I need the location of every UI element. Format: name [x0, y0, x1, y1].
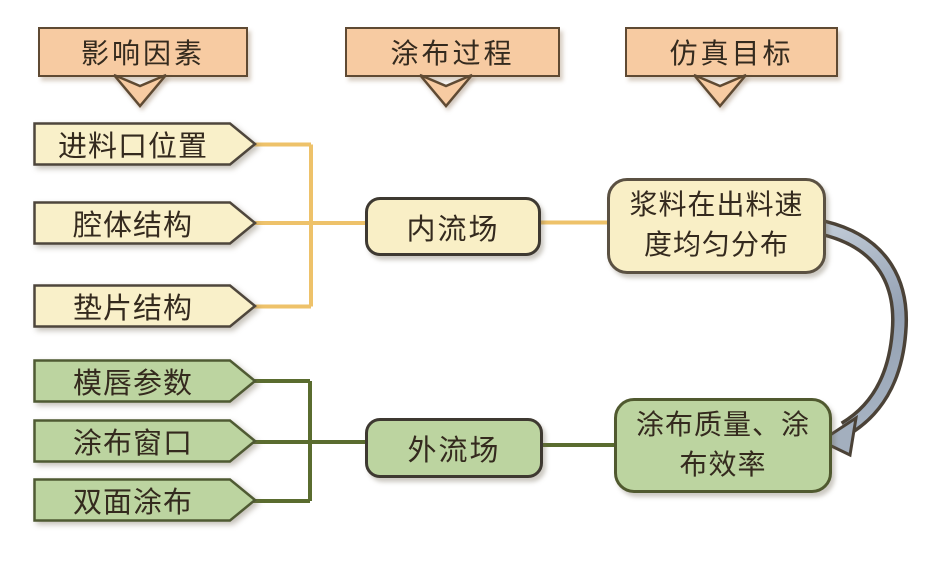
pentagon-shape	[33, 419, 257, 463]
external-connector-lines	[253, 379, 615, 503]
down-arrow-icon	[113, 73, 167, 108]
header-influencing-factors-label: 影响因素	[80, 39, 205, 70]
target-box-uniform-outlet-velocity: 浆料在出料速度均匀分布	[607, 178, 826, 274]
pentagon-shape	[33, 478, 257, 522]
factor-tag-label: 垫片结构	[72, 293, 193, 325]
header-coating-process-label: 涂布过程	[390, 39, 515, 70]
factor-tag-inlet-position: 进料口位置	[33, 122, 257, 166]
process-box-label: 外流场	[407, 435, 501, 467]
target-box-label: 涂布质量、涂布效率	[635, 409, 810, 481]
feedback-arrowhead	[817, 414, 859, 458]
process-box-label: 内流场	[406, 213, 500, 246]
down-arrow-icon	[693, 73, 747, 108]
pentagon-shape	[33, 359, 257, 403]
factor-tag-coating-window: 涂布窗口	[33, 419, 257, 463]
factor-tag-label: 双面涂布	[72, 487, 193, 519]
pentagon-shape	[33, 201, 257, 245]
header-coating-process: 涂布过程	[345, 27, 560, 77]
pentagon-shape	[33, 284, 257, 328]
factor-tag-label: 腔体结构	[72, 210, 193, 242]
factor-tag-label: 模唇参数	[72, 368, 193, 400]
feedback-arrow-band	[822, 223, 905, 434]
target-box-coating-quality-efficiency: 涂布质量、涂布效率	[614, 398, 832, 493]
factor-tag-gasket-structure: 垫片结构	[33, 284, 257, 328]
internal-connector-lines	[253, 142, 608, 309]
feedback-arrow-outline	[821, 219, 909, 437]
process-box-internal-flow-field: 内流场	[365, 197, 541, 256]
process-box-external-flow-field: 外流场	[365, 418, 543, 478]
factor-tag-label: 进料口位置	[57, 131, 208, 163]
factor-tag-double-side-coating: 双面涂布	[33, 478, 257, 522]
factor-tag-cavity-structure: 腔体结构	[33, 201, 257, 245]
target-box-label: 浆料在出料速度均匀分布	[629, 190, 804, 261]
header-influencing-factors: 影响因素	[38, 27, 248, 77]
header-simulation-target: 仿真目标	[625, 27, 838, 77]
factor-tag-die-lip-parameters: 模唇参数	[33, 359, 257, 403]
header-simulation-target-label: 仿真目标	[669, 39, 794, 70]
down-arrow-icon	[419, 73, 473, 108]
pentagon-shape	[33, 122, 257, 166]
factor-tag-label: 涂布窗口	[72, 428, 193, 460]
